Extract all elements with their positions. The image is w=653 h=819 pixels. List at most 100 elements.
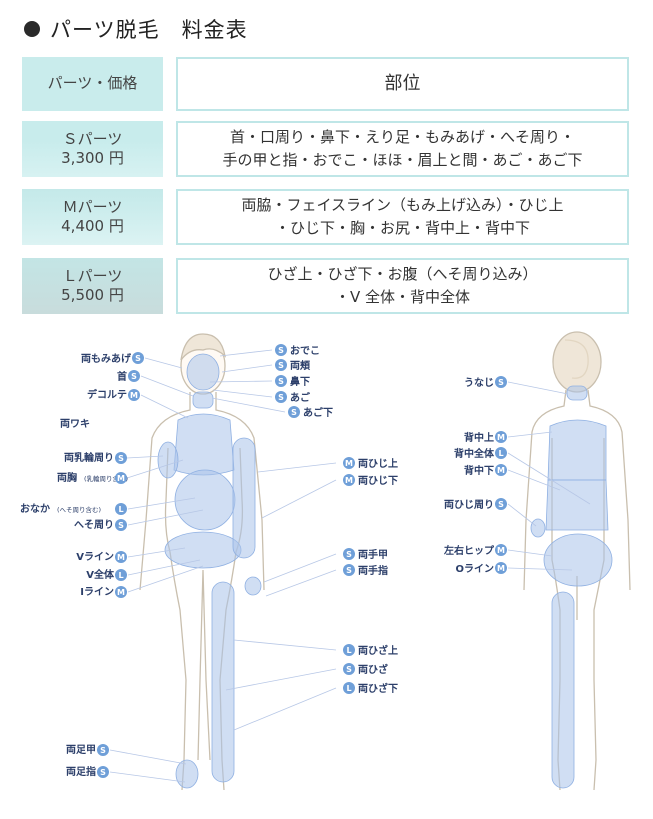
back-body-figure — [523, 331, 631, 791]
label-item: S 鼻下 — [275, 375, 310, 388]
svg-text:首: 首 — [117, 370, 127, 383]
svg-text:へそ周り: へそ周り — [74, 519, 114, 531]
svg-text:M: M — [497, 564, 505, 573]
svg-text:Vライン: Vライン — [76, 551, 114, 563]
part-name: Ｍパーツ — [62, 197, 123, 216]
areas-line: ひざ上・ひざ下・お腹（へそ周り込み） — [267, 264, 538, 283]
areas-line: ・V 全体・背中全体 — [334, 288, 471, 306]
chest-region — [173, 413, 235, 476]
svg-text:L: L — [346, 646, 351, 655]
svg-text:M: M — [497, 466, 505, 475]
svg-text:S: S — [278, 377, 284, 386]
label-item: S あご下 — [288, 406, 333, 419]
part-price: 4,400 円 — [61, 217, 124, 235]
svg-text:両ひざ下: 両ひざ下 — [358, 682, 398, 695]
svg-text:S: S — [498, 500, 504, 509]
bullet-dot — [24, 21, 40, 37]
svg-text:S: S — [135, 354, 141, 363]
hand-region — [244, 576, 262, 596]
svg-text:L: L — [346, 684, 351, 693]
svg-text:S: S — [100, 768, 106, 777]
areas-line: 首・口周り・鼻下・えり足・もみあげ・へそ周り・ — [229, 127, 575, 146]
svg-text:両胸: 両胸 — [57, 471, 77, 484]
right-arm-region — [232, 437, 256, 559]
areas-line: 両脇・フェイスライン（もみ上げ込み）・ひじ上 — [241, 195, 564, 214]
svg-text:L: L — [498, 449, 503, 458]
header-right-label: 部位 — [384, 73, 421, 95]
table-row-m: Ｍパーツ 4,400 円 両脇・フェイスライン（もみ上げ込み）・ひじ上 ・ひじ下… — [22, 189, 629, 245]
back-hair-swirl-icon — [564, 339, 589, 379]
svg-text:鼻下: 鼻下 — [290, 375, 310, 388]
svg-text:両ひじ下: 両ひじ下 — [358, 475, 398, 487]
table-row-s: Ｓパーツ 3,300 円 首・口周り・鼻下・えり足・もみあげ・へそ周り・ 手の甲… — [22, 121, 629, 177]
svg-text:M: M — [497, 546, 505, 555]
svg-text:両足甲: 両足甲 — [66, 744, 96, 756]
svg-text:M: M — [117, 588, 125, 597]
svg-text:M: M — [130, 391, 138, 400]
header-left-cell: パーツ・価格 — [22, 57, 163, 111]
svg-text:S: S — [278, 361, 284, 370]
svg-text:(へそ周り含む): (へそ周り含む) — [57, 505, 101, 514]
svg-text:S: S — [346, 566, 352, 575]
label-item: L 両ひざ下 — [343, 682, 398, 695]
elbow-region — [530, 518, 546, 538]
label-item: 両ワキ — [60, 418, 90, 430]
svg-text:S: S — [131, 372, 137, 381]
svg-text:背中上: 背中上 — [464, 431, 494, 444]
title-text: パーツ脱毛 料金表 — [50, 18, 248, 42]
lower-back-region — [545, 479, 609, 531]
price-cell-s: Ｓパーツ 3,300 円 — [22, 121, 163, 177]
part-price: 5,500 円 — [61, 286, 124, 304]
bikini-region — [164, 531, 242, 569]
part-price: 3,300 円 — [61, 149, 124, 167]
back-head-outline — [552, 331, 602, 393]
svg-text:両ひじ上: 両ひじ上 — [358, 457, 398, 470]
table-row-l: Ｌパーツ 5,500 円 ひざ上・ひざ下・お腹（へそ周り込み） ・V 全体・背中… — [22, 258, 629, 314]
svg-text:S: S — [291, 408, 297, 417]
svg-text:両ワキ: 両ワキ — [60, 418, 90, 430]
svg-text:左右ヒップ: 左右ヒップ — [443, 544, 495, 557]
price-cell-m: Ｍパーツ 4,400 円 — [22, 189, 163, 245]
label-item: 両足指 S — [66, 765, 109, 778]
svg-text:M: M — [345, 476, 353, 485]
svg-text:L: L — [118, 505, 123, 514]
svg-text:(乳輪周り含む): (乳輪周り含む) — [84, 474, 128, 483]
header-right-cell: 部位 — [176, 57, 629, 111]
svg-text:背中下: 背中下 — [464, 464, 494, 477]
svg-text:両ひざ上: 両ひざ上 — [358, 644, 398, 657]
svg-text:M: M — [497, 433, 505, 442]
back-torso-outline — [523, 389, 631, 791]
svg-text:Oライン: Oライン — [455, 563, 494, 575]
label-item: S 両ひざ — [343, 663, 388, 676]
areas-cell-l: ひざ上・ひざ下・お腹（へそ周り込み） ・V 全体・背中全体 — [176, 258, 629, 314]
svg-text:両ひざ: 両ひざ — [358, 663, 388, 676]
left-arm-region — [157, 441, 179, 479]
svg-text:S: S — [346, 665, 352, 674]
svg-text:M: M — [117, 553, 125, 562]
label-item: おなか(へそ周り含む)L — [20, 503, 127, 515]
back-leg-region — [551, 591, 575, 789]
areas-cell-s: 首・口周り・鼻下・えり足・もみあげ・へそ周り・ 手の甲と指・おでこ・ほほ・眉上と… — [176, 121, 629, 177]
neck-region — [192, 391, 214, 409]
svg-text:あご下: あご下 — [303, 406, 333, 419]
price-cell-l: Ｌパーツ 5,500 円 — [22, 258, 163, 314]
svg-text:両足指: 両足指 — [66, 765, 96, 778]
